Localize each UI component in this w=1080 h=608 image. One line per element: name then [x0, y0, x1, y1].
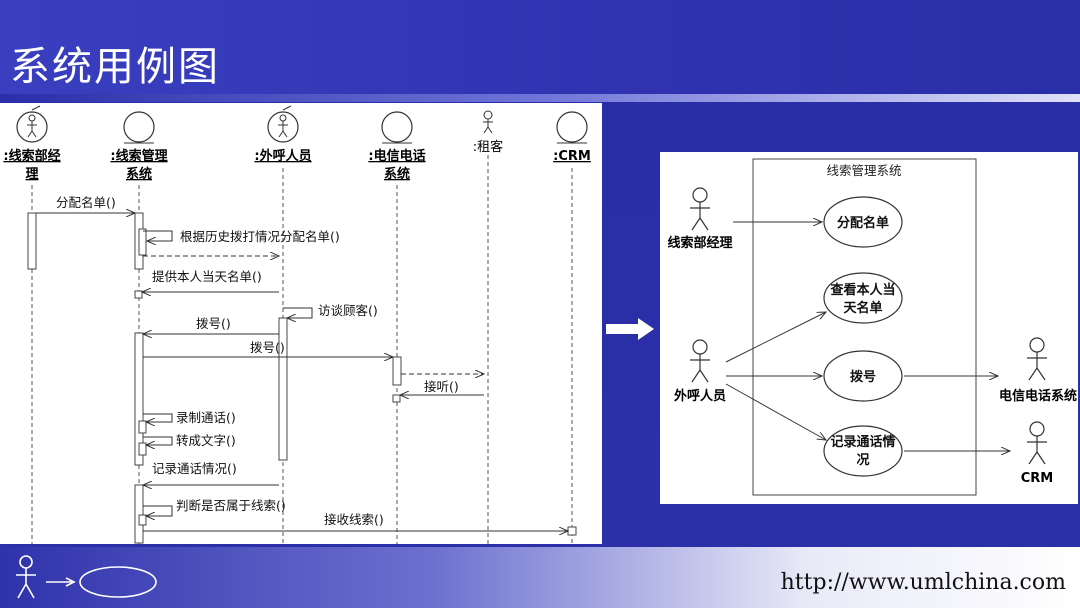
lifeline-label: :CRM	[553, 149, 591, 164]
actor-boundary-icon	[16, 105, 48, 143]
actor-label: 线索部经理	[667, 235, 732, 251]
message-label: 访谈顾客()	[318, 303, 378, 318]
message-label: 根据历史拨打情况分配名单()	[180, 229, 340, 244]
actor-label: 电信电话系统	[999, 388, 1077, 404]
usecase-label: 拨号	[850, 369, 876, 385]
slide-title: 系统用例图	[10, 44, 220, 90]
usecase-label: 分配名单	[837, 215, 889, 231]
footer-url: http://www.umlchina.com	[780, 570, 1066, 595]
actor-icon	[1027, 337, 1047, 381]
lifeline-label: :线索管理	[110, 148, 167, 164]
lifeline-label: :电信电话	[368, 148, 425, 164]
lifeline-label: :线索部经	[3, 148, 60, 164]
system-boundary	[752, 158, 977, 496]
message-label: 记录通话情况()	[152, 461, 237, 476]
usecase-ellipses	[823, 196, 903, 477]
system-name: 线索管理系统	[826, 163, 901, 178]
usecase-label: 查看本人当	[829, 282, 895, 298]
transition-arrow-icon	[606, 318, 654, 340]
sequence-diagram-panel: :线索部经 理 :线索管理 系统 :外呼人员 :电信电话 系统 :租客 :CRM	[0, 103, 602, 544]
message-arrows	[36, 213, 568, 531]
entity-icon	[381, 111, 413, 144]
sequence-diagram: :线索部经 理 :线索管理 系统 :外呼人员 :电信电话 系统 :租客 :CRM	[3, 105, 591, 544]
lifeline-label-2: 系统	[126, 166, 152, 182]
message-label: 录制通话()	[176, 410, 236, 425]
usecase-label: 记录通话情	[830, 434, 895, 450]
actor-icon	[690, 339, 710, 383]
actor-icon	[1027, 421, 1047, 465]
usecase-label-2: 天名单	[843, 300, 882, 316]
message-label: 拨号()	[196, 316, 231, 331]
usecase-diagram: 线索管理系统 线索部经理 外呼人员 电信电话系统 CRM	[667, 158, 1077, 496]
actor-icon	[483, 110, 493, 134]
message-label: 拨号()	[250, 340, 285, 355]
message-label: 提供本人当天名单()	[152, 269, 262, 284]
uml-logo-icon	[16, 555, 157, 599]
usecase-labels: 分配名单 查看本人当 天名单 拨号 记录通话情 况	[829, 215, 895, 468]
lifeline-label-2: 系统	[384, 166, 410, 182]
title-divider	[0, 94, 1080, 102]
message-label: 转成文字()	[176, 433, 236, 448]
lifeline-label: :租客	[473, 139, 503, 155]
actor-label: CRM	[1021, 471, 1054, 486]
activation-bars	[27, 212, 577, 544]
message-label: 接收线索()	[324, 512, 384, 527]
entity-icon	[556, 111, 588, 144]
message-label: 判断是否属于线索()	[176, 498, 286, 513]
message-label: 分配名单()	[56, 195, 116, 210]
usecase-diagram-panel: 线索管理系统 线索部经理 外呼人员 电信电话系统 CRM	[660, 152, 1078, 504]
footer-bar	[0, 547, 1080, 608]
actor-icon	[690, 187, 710, 231]
lifeline-label: :外呼人员	[254, 148, 311, 164]
actor-boundary-icon	[267, 105, 299, 143]
message-labels: 分配名单() 根据历史拨打情况分配名单() 提供本人当天名单() 访谈顾客() …	[56, 195, 459, 527]
message-label: 接听()	[424, 379, 459, 394]
title-bar	[0, 0, 1080, 94]
usecase-label-2: 况	[856, 453, 869, 468]
association-arrows	[725, 222, 1010, 451]
actor-label: 外呼人员	[673, 388, 726, 404]
entity-icon	[123, 111, 155, 144]
lifeline-label-2: 理	[25, 167, 38, 182]
